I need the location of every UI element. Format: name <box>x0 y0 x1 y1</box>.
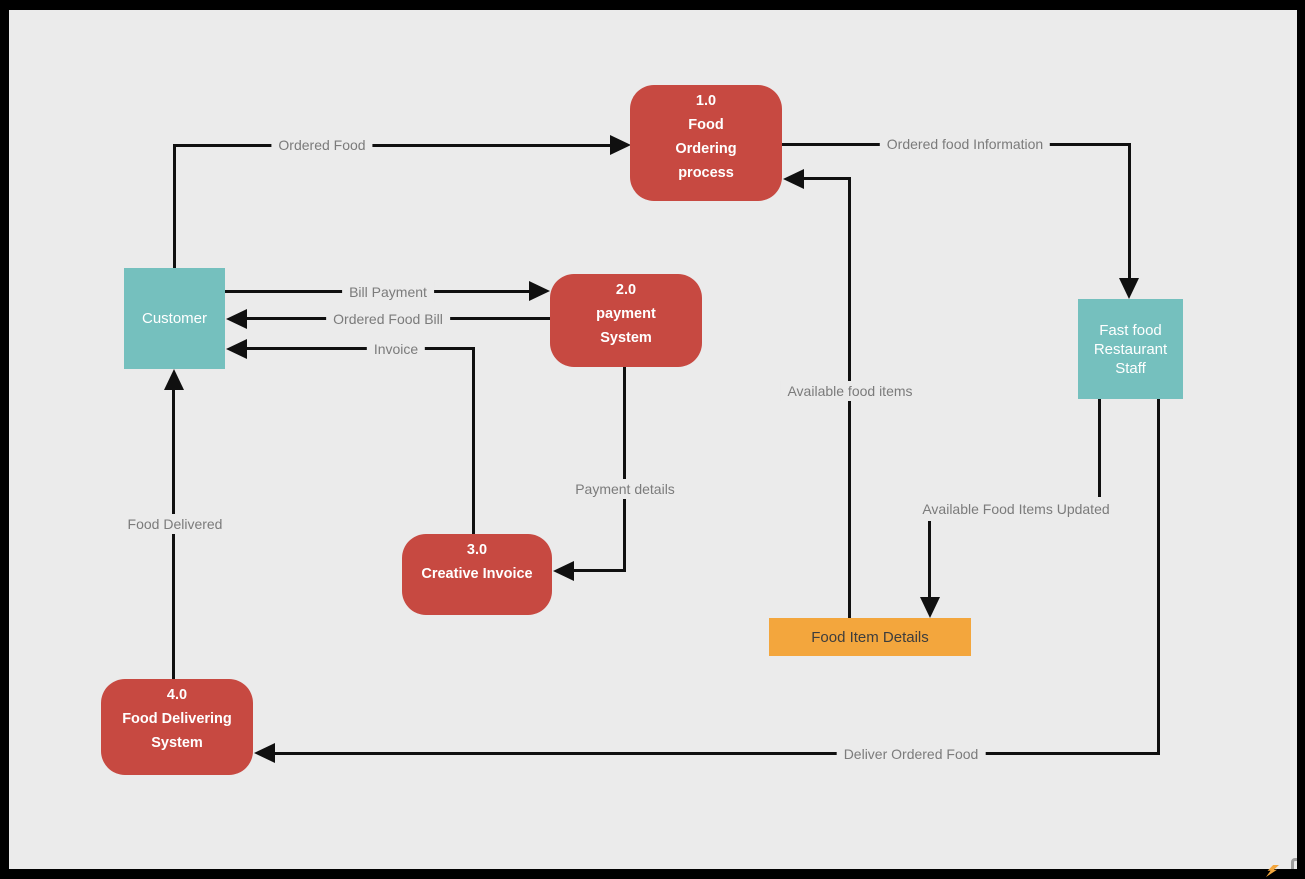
frame-border-right <box>1297 0 1305 879</box>
arrowhead-invoice <box>226 339 247 359</box>
arrowhead-ordered-food <box>610 135 631 155</box>
arrowhead-available-food-items <box>783 169 804 189</box>
arrowhead-ordered-food-information <box>1119 278 1139 299</box>
frame-border-left <box>0 0 9 879</box>
node-food-ordering-process: 1.0 Food Ordering process <box>630 85 782 201</box>
flow-line-invoice-v <box>472 347 475 535</box>
node-food-delivering-system: 4.0 Food Delivering System <box>101 679 253 775</box>
node-customer: Customer <box>124 268 225 369</box>
node-food-item-details: Food Item Details <box>769 618 971 656</box>
flow-label-deliver-ordered-food: Deliver Ordered Food <box>836 744 986 764</box>
arrowhead-bill-payment <box>529 281 550 301</box>
flow-label-bill-payment: Bill Payment <box>342 282 434 302</box>
process-number: 3.0 <box>466 542 488 558</box>
flow-label-invoice: Invoice <box>366 339 426 359</box>
flow-line-payment-details-v <box>623 367 626 572</box>
process-number: 4.0 <box>166 687 188 703</box>
flow-label-ordered-food: Ordered Food <box>271 135 373 155</box>
flow-line-ordered-food-information-v <box>1128 143 1131 280</box>
flow-line-deliver-ordered-food-v <box>1157 399 1160 755</box>
node-payment-system: 2.0 payment System <box>550 274 702 367</box>
flow-label-available-food-items: Available food items <box>780 381 920 401</box>
flow-label-food-delivered: Food Delivered <box>120 514 230 534</box>
flow-line-ordered-food-v <box>173 144 176 268</box>
frame-border-bottom <box>0 869 1305 879</box>
arrowhead-deliver-ordered-food <box>254 743 275 763</box>
flow-label-ordered-food-information: Ordered food Information <box>879 134 1051 154</box>
arrowhead-ordered-food-bill <box>226 309 247 329</box>
node-creative-invoice: 3.0 Creative Invoice <box>402 534 552 615</box>
flow-line-available-food-items-updated-v2 <box>928 521 931 600</box>
flow-line-invoice-h <box>244 347 475 350</box>
flow-line-deliver-ordered-food-h <box>271 752 1160 755</box>
flow-line-available-food-items-updated-v1 <box>1098 399 1101 497</box>
node-fast-food-restaurant-staff: Fast food Restaurant Staff <box>1078 299 1183 399</box>
flow-label-available-food-items-updated: Available Food Items Updated <box>915 499 1117 519</box>
flow-line-ordered-food-h <box>173 144 612 147</box>
flow-label-payment-details: Payment details <box>568 479 682 499</box>
flow-line-payment-details-h <box>570 569 626 572</box>
process-number: 1.0 <box>695 93 717 109</box>
flow-line-available-food-items-h <box>800 177 851 180</box>
process-number: 2.0 <box>615 282 637 298</box>
arrowhead-food-delivered <box>164 369 184 390</box>
arrowhead-payment-details <box>553 561 574 581</box>
frame-border-top <box>0 0 1305 10</box>
flow-label-ordered-food-bill: Ordered Food Bill <box>326 309 450 329</box>
arrowhead-available-food-items-updated <box>920 597 940 618</box>
